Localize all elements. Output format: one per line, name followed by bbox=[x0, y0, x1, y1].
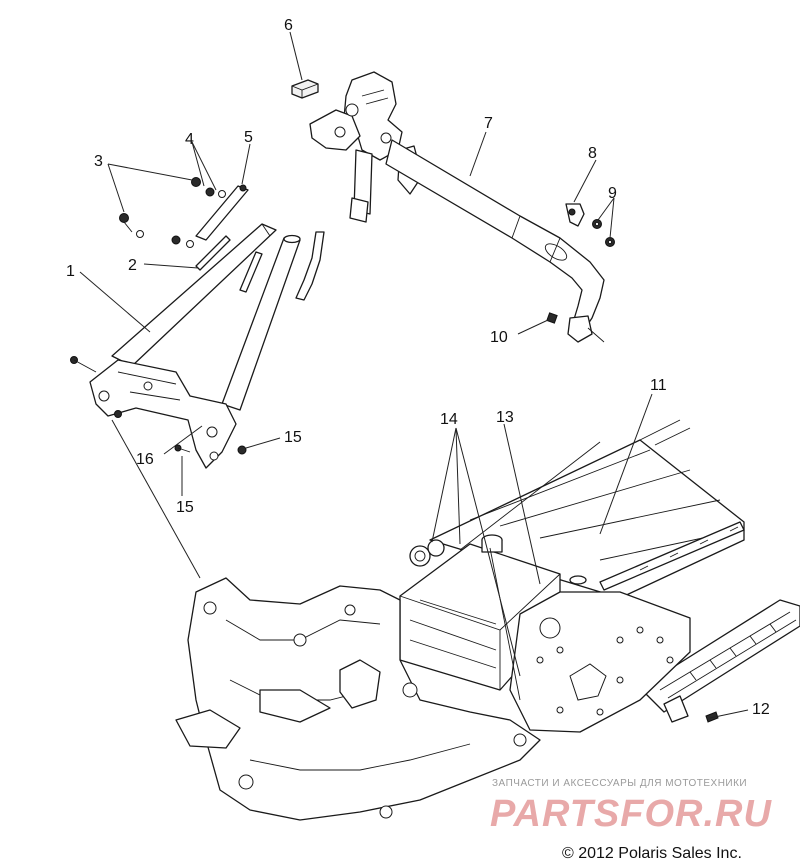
main-chassis bbox=[175, 441, 691, 821]
callout-5: 5 bbox=[244, 129, 253, 146]
part-2-rod bbox=[195, 235, 231, 271]
callout-1: 1 bbox=[66, 263, 75, 280]
callout-14: 14 bbox=[440, 411, 458, 428]
callout-10: 10 bbox=[490, 329, 508, 346]
cable-part bbox=[295, 231, 325, 301]
callout-3: 3 bbox=[94, 153, 103, 170]
leader-lines bbox=[79, 31, 749, 719]
callout-13: 13 bbox=[496, 409, 514, 426]
watermark-subtitle: ЗАПЧАСТИ И АКСЕССУАРЫ ДЛЯ МОТОТЕХНИКИ bbox=[492, 778, 747, 789]
part-6-block bbox=[291, 79, 319, 99]
watermark-brand: PARTSFOR.RU bbox=[490, 793, 772, 835]
callout-9: 9 bbox=[608, 185, 617, 202]
callout-11: 11 bbox=[650, 377, 667, 394]
part-7-steering-post bbox=[309, 71, 605, 343]
callout-numbers: 1 2 3 4 5 6 7 8 9 10 11 12 13 14 15 15 1… bbox=[66, 17, 770, 718]
callout-16: 16 bbox=[136, 451, 154, 468]
part-1-front-frame bbox=[70, 223, 301, 469]
callout-15-right: 15 bbox=[284, 429, 302, 446]
copyright-text: © 2012 Polaris Sales Inc. bbox=[562, 845, 742, 862]
callout-7: 7 bbox=[484, 115, 493, 132]
part-5-strap bbox=[195, 184, 249, 241]
callout-8: 8 bbox=[588, 145, 597, 162]
callout-4: 4 bbox=[185, 131, 194, 148]
part-9-nuts bbox=[592, 219, 615, 247]
callout-15-bottom: 15 bbox=[176, 499, 194, 516]
part-3-4-bolts bbox=[119, 177, 226, 248]
callout-2: 2 bbox=[128, 257, 137, 274]
part-8-clamp bbox=[565, 203, 585, 227]
callout-12: 12 bbox=[752, 701, 770, 718]
callout-6: 6 bbox=[284, 17, 293, 34]
part-10-nut bbox=[546, 312, 558, 324]
part-12-running-board bbox=[639, 599, 800, 723]
watermark: ЗАПЧАСТИ И АКСЕССУАРЫ ДЛЯ МОТОТЕХНИКИ PA… bbox=[490, 778, 772, 835]
